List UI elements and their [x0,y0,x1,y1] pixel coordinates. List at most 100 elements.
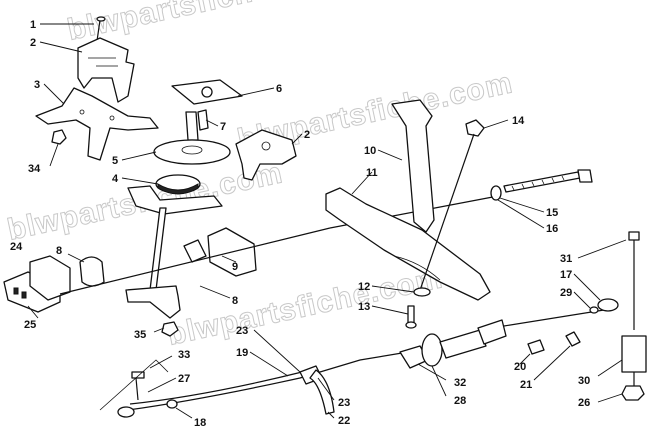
nut-14 [465,119,485,137]
nut-34 [51,129,67,145]
callout-2: 2 [30,37,36,49]
throttle-control [3,99,593,329]
bracket-hole-b [109,115,115,121]
callout-19: 19 [236,347,248,359]
callout-7: 7 [220,121,226,133]
callout-5: 5 [112,155,118,167]
callout-28: 28 [454,395,466,407]
callout-4: 4 [112,173,119,185]
callout-32: 32 [454,377,466,389]
watermark-text-1: blwpartsfiche.com [65,0,346,47]
rod-1 [59,227,331,295]
callout-20: 20 [514,361,526,373]
callout-15: 15 [546,207,558,219]
clip-8 [79,256,105,287]
callout-33: 33 [178,349,190,361]
lever-10 [391,99,435,233]
bracket-2-right [235,129,297,181]
plate-6-hole [201,86,213,98]
screw-15-threads [511,175,565,191]
cable-inner [127,349,421,411]
bracket-30 [621,335,647,373]
part-21 [565,331,581,347]
cable-end [503,309,605,327]
callout-21: 21 [520,379,532,391]
callout-18: 18 [194,417,206,429]
callout-16: 16 [546,223,558,235]
bracket-2-detail [88,57,118,67]
block-25-slot-a [13,287,19,295]
lever-11-rib [393,255,441,281]
bearing-4-race [157,183,199,195]
bracket-hole-a [79,109,85,115]
cable-outer [129,371,303,405]
nut-18 [166,399,178,409]
end-fitting [477,319,507,345]
callouts: 1 2 3 34 6 7 2 5 4 10 14 11 15 16 24 8 9… [10,19,590,429]
callout-30: 30 [578,375,590,387]
callout-9: 9 [232,261,238,273]
callout-8b: 8 [232,295,238,307]
callout-2b: 2 [304,129,310,141]
screw-15 [503,171,581,193]
callout-29: 29 [560,287,572,299]
bolt-33-head [131,371,145,379]
cable-housing [439,329,487,359]
callout-25: 25 [24,319,36,331]
flange-5 [153,139,231,165]
callout-22: 22 [338,415,350,427]
callout-31: 31 [560,253,572,265]
nut-35 [161,321,179,337]
bracket-2-hole [261,141,271,151]
shaft-upper [185,111,199,141]
callout-35: 35 [134,329,146,341]
callout-26: 26 [578,397,590,409]
callout-14: 14 [512,115,525,127]
callout-13: 13 [358,301,370,313]
handlebar-bracket-3 [35,87,159,161]
callout-6: 6 [276,83,282,95]
rod-end-17 [597,298,619,312]
callout-1: 1 [30,19,36,31]
callout-34: 34 [28,163,41,175]
nut-29 [589,306,599,314]
callout-27: 27 [178,373,190,385]
pin-7 [197,109,209,131]
block-25-slot-b [21,291,27,299]
washer-12 [413,287,431,297]
block-9-small [183,239,207,263]
cable-bracket-left [99,359,169,411]
leader-lines [27,23,627,419]
link-rod [417,133,475,297]
upper-bracket-2 [77,37,135,103]
callout-12: 12 [358,281,370,293]
callout-10: 10 [364,145,376,157]
callout-23b: 23 [338,397,350,409]
bolt-13 [407,305,415,325]
screw-head-1 [96,16,106,22]
callout-11: 11 [366,167,378,179]
bolt-13-head [405,321,417,329]
callout-3: 3 [34,79,40,91]
steering-arm [125,285,181,319]
adjuster-28 [421,333,443,367]
cable-sleeve-22 [309,369,335,415]
lower-housing [127,185,223,215]
bolt-31-head [628,231,640,241]
lever-11 [325,187,491,301]
part-20 [527,339,545,355]
callout-23: 23 [236,325,248,337]
screw-15-head [577,169,593,183]
bolt-33 [135,377,139,401]
throttle-cable [99,231,647,418]
washer-16 [490,185,502,201]
nut-26 [621,385,645,401]
steering-shaft [149,207,167,291]
watermark-text-4: blwpartsfiche.com [165,261,446,352]
rod-end-27 [117,406,135,418]
flange-5-bore [181,145,203,155]
callout-8: 8 [56,245,62,257]
steering-post-assembly [35,16,297,337]
callout-24: 24 [10,241,23,253]
